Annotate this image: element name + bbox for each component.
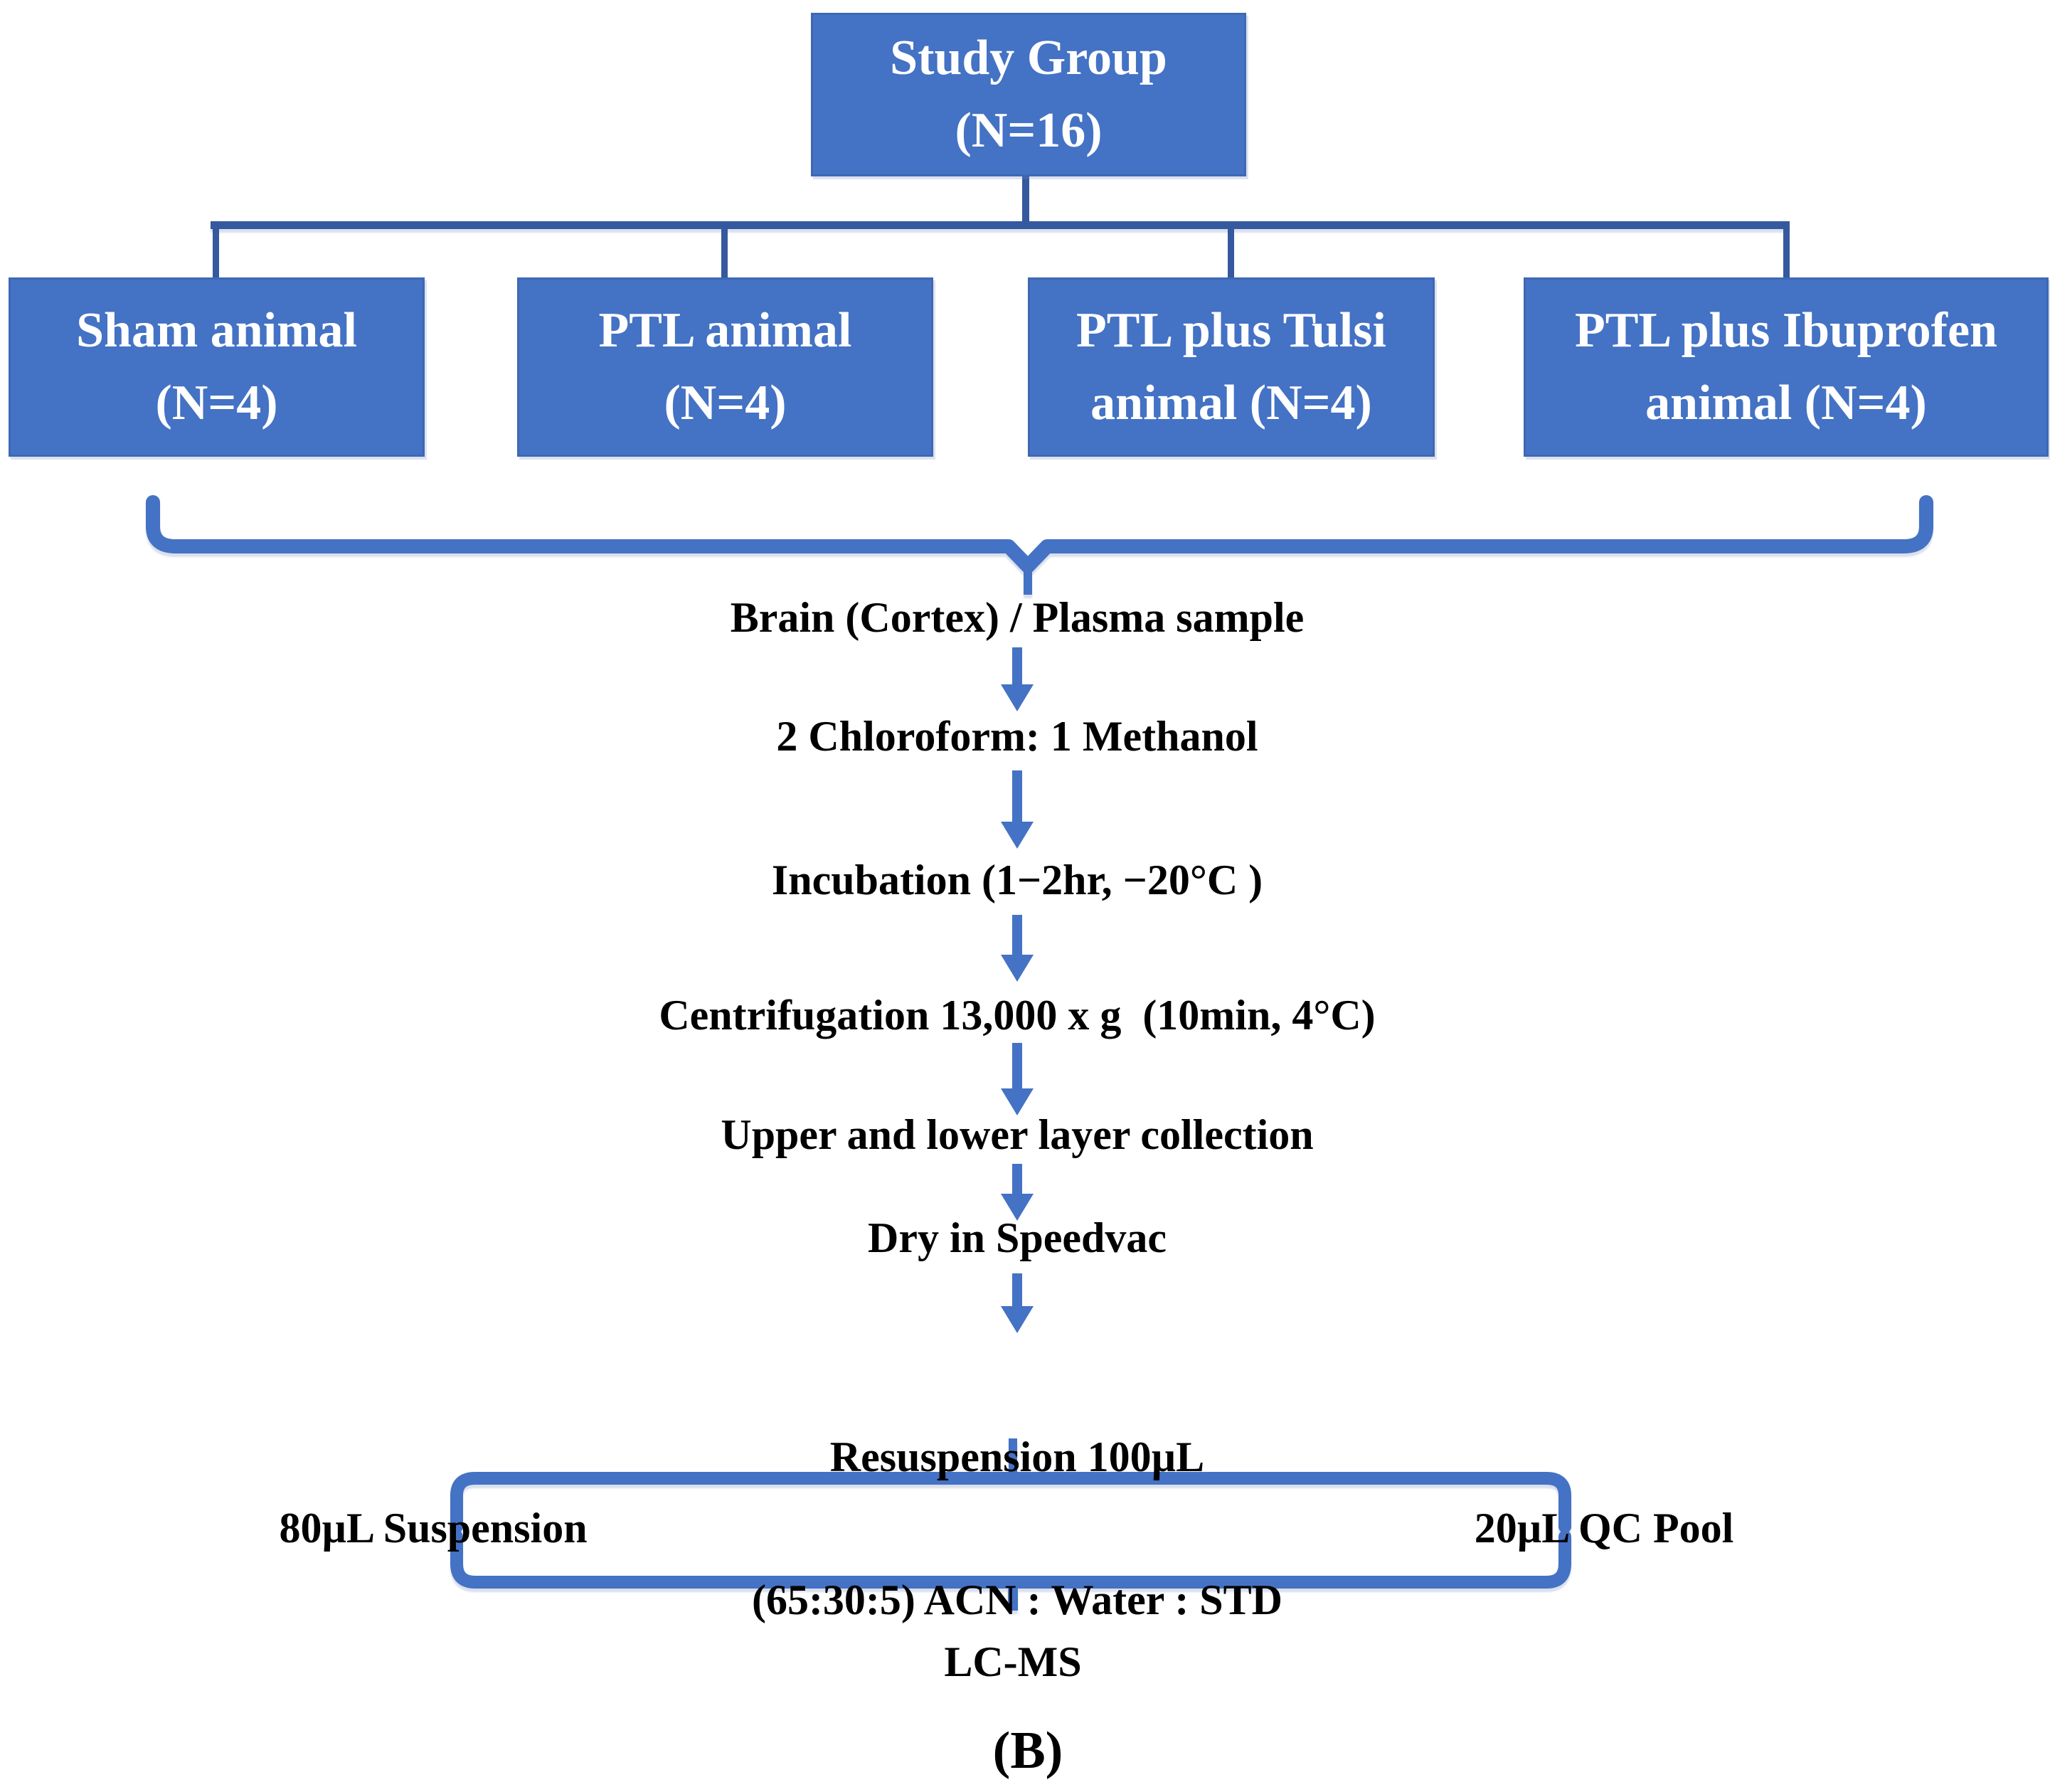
split-bracket-top	[450, 1438, 1571, 1533]
group-box-label-line2: animal (N=4)	[1090, 376, 1372, 430]
step-layer-collection: Upper and lower layer collection	[721, 1111, 1314, 1158]
step-dry-speedvac: Dry in Speedvac	[868, 1214, 1167, 1261]
tree-drop-1	[213, 229, 219, 277]
group-box-label-line2: (N=4)	[664, 376, 787, 430]
tree-stem	[1022, 176, 1029, 223]
arrow-down-icon	[1001, 647, 1034, 711]
split-stem-top	[1009, 1438, 1017, 1480]
group-box-label-line2: (N=4)	[155, 376, 278, 430]
group-box-ptl: PTL animal (N=4)	[517, 277, 933, 457]
merge-bracket-bottom-path	[450, 1530, 1571, 1589]
arrow-down-icon	[1001, 915, 1034, 982]
step-centrifugation: Centrifugation 13,000 x g (10min, 4°C)	[659, 992, 1376, 1039]
arrow-down-icon	[1001, 1273, 1034, 1333]
tree-horizontal-line	[211, 221, 1790, 229]
group-box-label-line1: PTL plus Ibuprofen	[1575, 303, 1997, 358]
step-resuspension: Resuspension 100µL (65:30:5) ACN : Water…	[377, 1338, 1657, 1719]
resuspension-line2: (65:30:5) ACN : Water : STD	[751, 1576, 1283, 1623]
split-label-suspension: 80µL Suspension	[279, 1505, 588, 1552]
panel-caption: (B)	[992, 1722, 1063, 1780]
tree-drop-2	[721, 229, 728, 277]
flow-arrows	[1001, 647, 1034, 1333]
study-group-label-line2: (N=16)	[955, 103, 1103, 158]
split-label-qc-pool: 20µL QC Pool	[1474, 1505, 1734, 1552]
arrow-down-icon	[1001, 1043, 1034, 1115]
study-group-box: Study Group (N=16)	[811, 13, 1246, 176]
resuspension-line1: Resuspension 100µL	[829, 1433, 1205, 1480]
group-box-label-line2: animal (N=4)	[1645, 376, 1927, 430]
tree-connector	[211, 176, 1790, 277]
group-box-label-line1: PTL plus Tulsi	[1076, 303, 1386, 358]
underbrace-tail	[1024, 562, 1032, 595]
study-group-label-line1: Study Group	[890, 31, 1167, 85]
group-box-label-line1: PTL animal	[598, 303, 852, 358]
group-box-ptl-tulsi: PTL plus Tulsi animal (N=4)	[1028, 277, 1435, 457]
group-box-ptl-ibuprofen: PTL plus Ibuprofen animal (N=4)	[1524, 277, 2049, 457]
arrow-down-icon	[1001, 1164, 1034, 1221]
tree-drop-3	[1228, 229, 1234, 277]
tree-drop-4	[1783, 229, 1790, 277]
group-box-label-line1: Sham animal	[76, 303, 357, 358]
underbrace-path	[146, 495, 1933, 573]
underbrace	[146, 495, 1933, 595]
step-chloroform-methanol: 2 Chloroform: 1 Methanol	[776, 713, 1258, 760]
split-bracket-top-path	[450, 1472, 1571, 1533]
step-brain-plasma-sample: Brain (Cortex) / Plasma sample	[730, 594, 1305, 641]
merge-stem-bottom	[1008, 1586, 1018, 1611]
arrow-down-icon	[1001, 770, 1034, 849]
step-lcms: LC-MS	[944, 1638, 1082, 1685]
step-incubation: Incubation (1−2hr, −20°C )	[771, 857, 1263, 903]
merge-bracket-bottom	[450, 1530, 1571, 1611]
group-box-sham: Sham animal (N=4)	[9, 277, 425, 457]
